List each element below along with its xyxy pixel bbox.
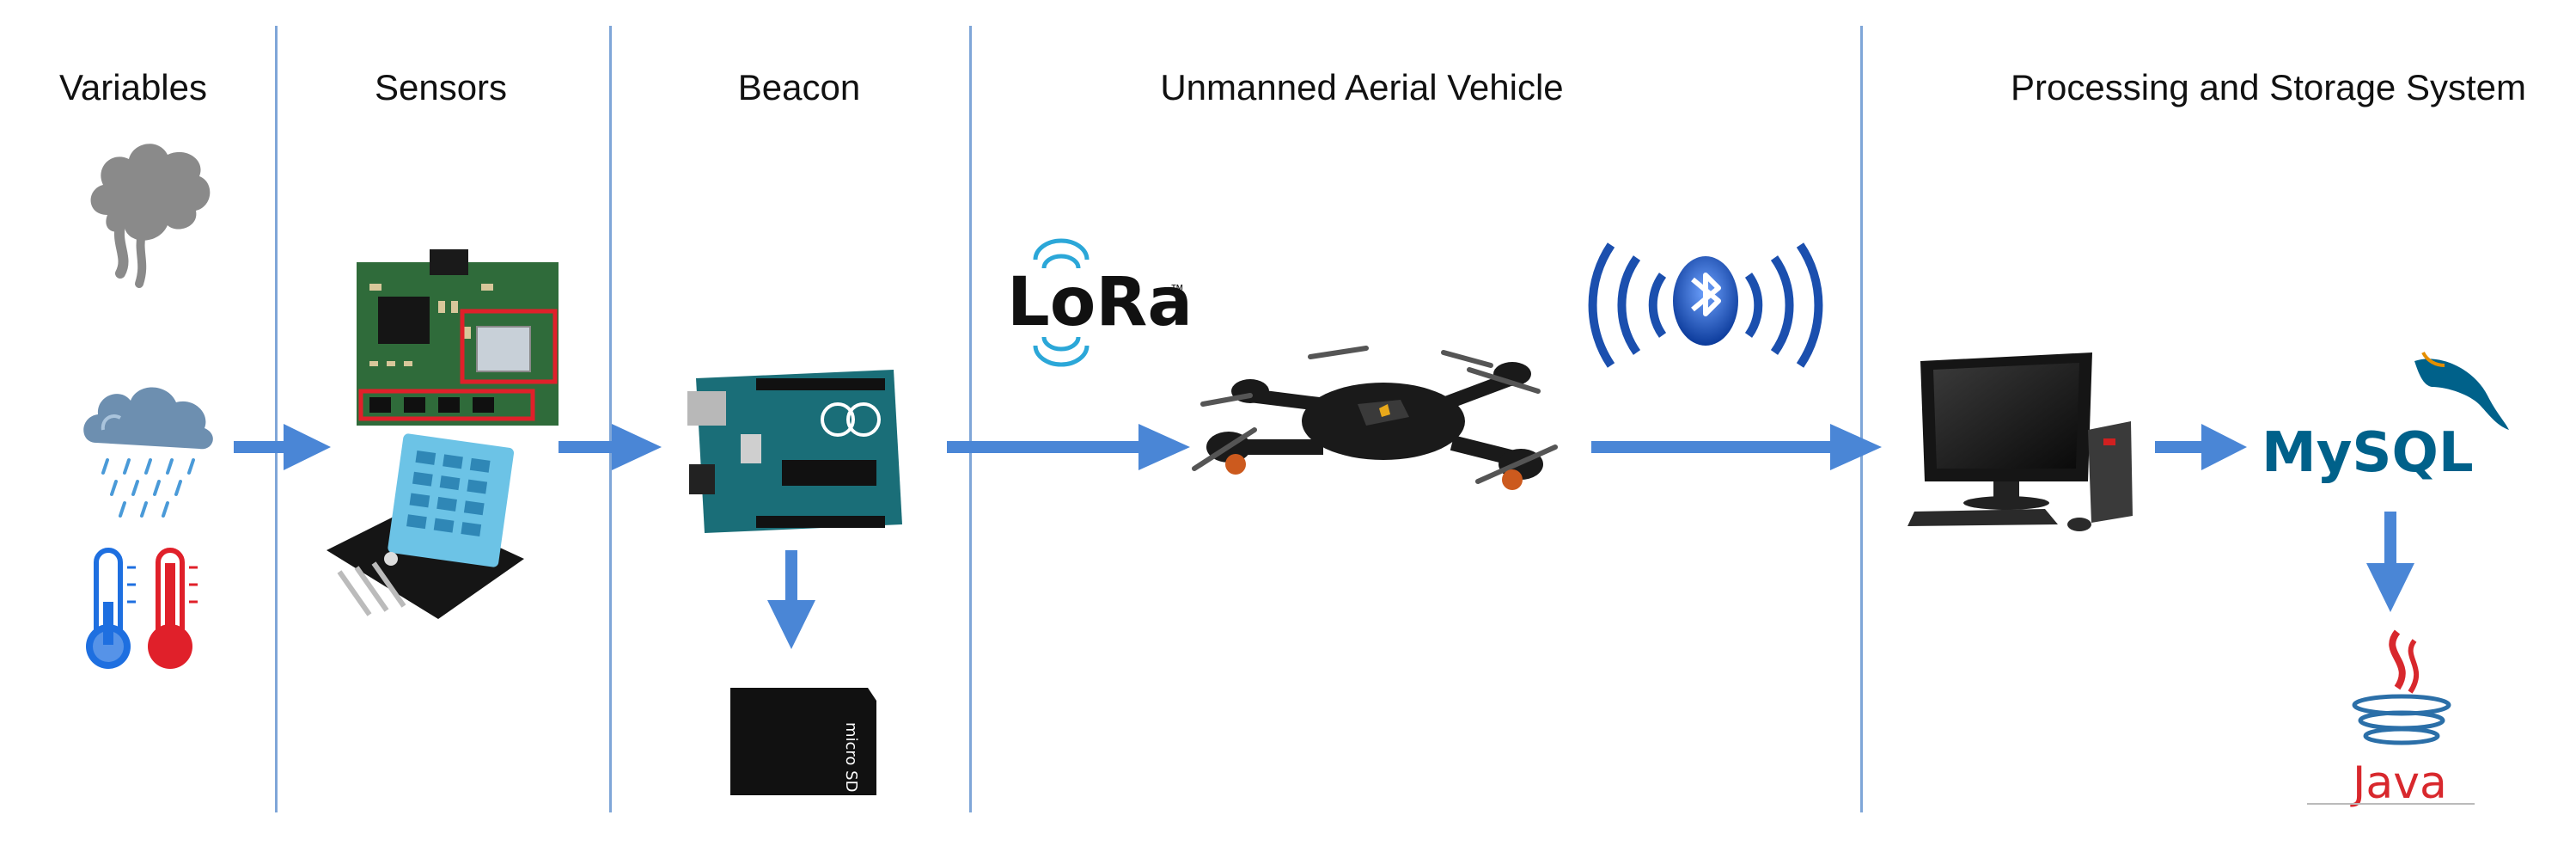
svg-text:™: ™ <box>1170 283 1184 297</box>
gas-sensor-board-icon <box>357 249 559 426</box>
heading-sensors: Sensors <box>374 67 508 107</box>
java-logo-text: Java <box>2350 757 2447 809</box>
mysql-logo-icon: MySQL <box>2262 352 2509 485</box>
arrow-mysql-to-java <box>2366 512 2414 612</box>
column-divider <box>1860 26 1863 812</box>
arrow-sensors-to-beacon <box>559 424 662 470</box>
micro-sd-label: micro SD HC <box>842 722 860 819</box>
heading-processing: Processing and Storage System <box>2011 67 2526 107</box>
bluetooth-icon <box>1588 242 1823 368</box>
arrow-uav-to-processing <box>1591 424 1882 470</box>
desktop-computer-icon <box>1908 352 2133 531</box>
arduino-board-icon <box>687 370 902 533</box>
arrow-computer-to-mysql <box>2155 424 2247 470</box>
thermometer-cold-icon <box>86 548 136 669</box>
heading-beacon: Beacon <box>737 67 861 107</box>
rain-cloud-icon <box>83 387 213 518</box>
heading-uav: Unmanned Aerial Vehicle <box>1160 67 1564 107</box>
thermometer-hot-icon <box>148 548 198 669</box>
lora-logo-icon: LoRa ™ <box>1007 238 1193 367</box>
java-logo-icon: Java <box>2307 629 2475 809</box>
heading-variables: Variables <box>59 67 207 107</box>
arrow-beacon-to-uav <box>947 424 1190 470</box>
dht-sensor-icon <box>327 433 524 619</box>
drone-icon <box>1192 346 1558 490</box>
mysql-logo-text: MySQL <box>2262 421 2474 485</box>
arrow-beacon-to-sd <box>767 550 815 649</box>
column-divider <box>275 26 278 812</box>
arrow-variables-to-sensors <box>234 424 331 470</box>
micro-sd-card-icon: micro SD HC <box>730 688 876 819</box>
smoke-cloud-icon <box>90 144 211 288</box>
column-divider <box>969 26 972 812</box>
column-divider <box>609 26 612 812</box>
lora-logo-text: LoRa <box>1007 264 1193 341</box>
